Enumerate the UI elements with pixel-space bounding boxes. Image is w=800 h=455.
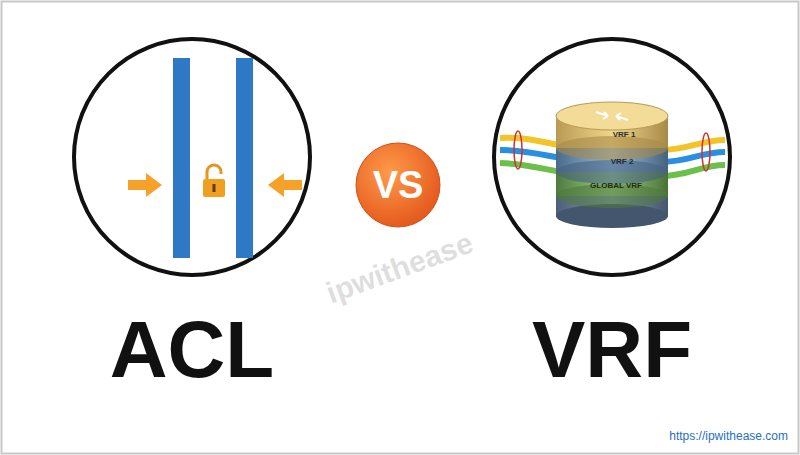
vrf-heading: VRF xyxy=(532,310,692,390)
vs-circle: VS xyxy=(356,143,440,227)
node-text: VS xyxy=(373,166,424,204)
layer-label: GLOBAL VRF xyxy=(590,182,642,190)
layer-label: VRF 1 xyxy=(613,131,636,139)
layer-label: VRF 2 xyxy=(611,158,634,166)
acl-heading: ACL xyxy=(110,310,274,390)
url-text: https://ipwithease.com xyxy=(669,430,788,442)
